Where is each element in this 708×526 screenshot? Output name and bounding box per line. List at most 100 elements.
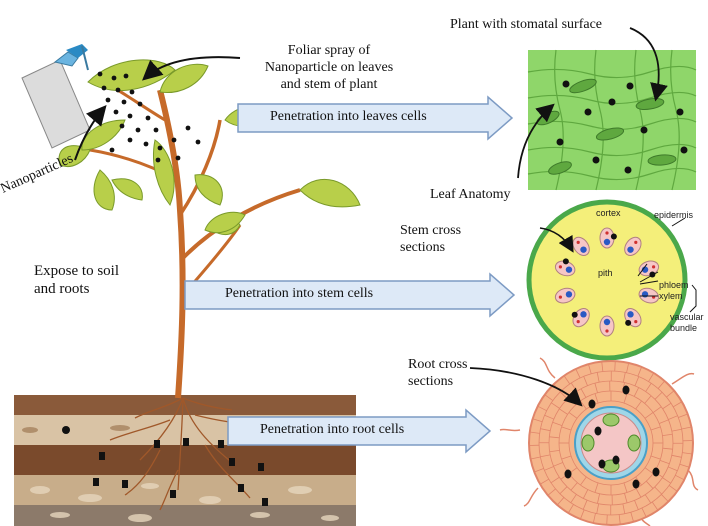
phloem-cell bbox=[576, 320, 580, 324]
root-cell-wall bbox=[644, 467, 654, 474]
root-cross-line-2: sections bbox=[408, 374, 454, 389]
root-cell-wall bbox=[544, 414, 554, 420]
root-cell-wall bbox=[532, 418, 543, 423]
stem-nanoparticle bbox=[562, 258, 569, 265]
root-cell-wall bbox=[559, 408, 568, 415]
arrow-stem bbox=[184, 272, 516, 318]
root-cross-line-1: Root cross bbox=[408, 357, 468, 372]
nanoparticles-pointer-arrow bbox=[74, 104, 107, 161]
phloem-cell bbox=[558, 295, 562, 299]
root-cell-wall bbox=[540, 428, 551, 432]
root-cell-wall bbox=[681, 426, 692, 430]
foliar-spray-line-3: and stem of plant bbox=[280, 77, 378, 92]
phloem-label: phloem bbox=[659, 280, 689, 290]
root-cell-wall bbox=[575, 368, 581, 379]
root-cell-wall bbox=[580, 509, 585, 520]
root-cell-wall bbox=[682, 452, 693, 455]
root-cell-wall bbox=[623, 482, 628, 493]
expose-soil-line-2: and roots bbox=[34, 281, 90, 297]
root-cell-wall bbox=[618, 514, 621, 525]
xylem-label: xylem bbox=[659, 291, 683, 301]
root-cell-wall bbox=[547, 488, 556, 496]
root-cell-wall bbox=[549, 436, 560, 439]
root-cell-wall bbox=[652, 406, 662, 413]
root-cell-wall bbox=[634, 500, 639, 510]
phloem-cell bbox=[634, 240, 638, 244]
xylem-cell bbox=[603, 318, 611, 326]
root-cell-wall bbox=[678, 413, 688, 418]
root-cell-wall bbox=[654, 486, 663, 495]
root-cell-wall bbox=[648, 372, 655, 382]
expose-soil-label: Expose to soil and roots bbox=[34, 262, 119, 298]
root-cell-wall bbox=[666, 390, 675, 398]
soil-layers bbox=[14, 395, 356, 526]
root-cell-wall bbox=[568, 412, 578, 419]
root-cell-wall bbox=[583, 376, 588, 386]
root-cell-wall bbox=[570, 494, 577, 503]
arrow-stem-label: Penetration into stem cells bbox=[225, 286, 374, 301]
root-cell-wall bbox=[580, 476, 587, 486]
xylem-cell bbox=[565, 266, 573, 273]
root-cell-wall bbox=[633, 387, 640, 397]
stem-pointer-arrow bbox=[539, 227, 574, 253]
root-cell-wall bbox=[644, 412, 654, 419]
root-cell-wall bbox=[567, 504, 574, 514]
root-cell-wall bbox=[662, 447, 673, 450]
root-cell-wall bbox=[592, 513, 596, 524]
root-cell-wall bbox=[540, 454, 551, 458]
root-cell-wall bbox=[657, 380, 665, 389]
phloem-cell bbox=[558, 265, 562, 269]
root-cell-wall bbox=[614, 361, 616, 372]
expose-soil-line-1: Expose to soil bbox=[34, 263, 119, 279]
root-cell-wall bbox=[641, 507, 647, 518]
root-cell-wall bbox=[679, 463, 690, 468]
phloem-cell bbox=[576, 240, 580, 244]
vascular-bundle-label: vascular bundle bbox=[670, 312, 704, 334]
xylem-cell bbox=[603, 238, 611, 246]
xylem-cell bbox=[580, 311, 587, 318]
stem-nanoparticle bbox=[571, 311, 578, 318]
root-cell-wall bbox=[630, 512, 634, 522]
root-cell-wall bbox=[624, 493, 628, 503]
root-pointer-arrow bbox=[469, 367, 583, 407]
root-cell-wall bbox=[675, 474, 685, 481]
root-cross-section bbox=[499, 357, 699, 526]
root-cell-wall bbox=[539, 478, 549, 485]
root-cell-wall bbox=[662, 477, 671, 484]
stem-nanoparticle bbox=[625, 319, 632, 326]
foliar-spray-label: Foliar spray of Nanoparticle on leaves a… bbox=[234, 42, 424, 93]
arrow-root-label: Penetration into root cells bbox=[260, 422, 405, 437]
root-cell-wall bbox=[596, 503, 600, 514]
arrow-leaves-label: Penetration into leaves cells bbox=[270, 109, 427, 124]
root-cell-wall bbox=[582, 500, 588, 510]
root-cell-wall bbox=[637, 366, 642, 377]
root-cell-wall bbox=[651, 501, 659, 511]
stomatal-pointer-arrow bbox=[629, 27, 668, 102]
root-cell-wall bbox=[530, 456, 541, 460]
root-cell-wall bbox=[563, 375, 571, 385]
phloem-cell bbox=[652, 265, 656, 269]
root-cell-wall bbox=[594, 482, 599, 493]
stem-cross-label: Stem cross sections bbox=[400, 222, 461, 256]
leaf-anatomy-label: Leaf Anatomy bbox=[430, 187, 511, 202]
arrow-root bbox=[227, 408, 492, 454]
root-cell-wall bbox=[644, 395, 652, 404]
plant bbox=[21, 44, 361, 399]
root-cell-wall bbox=[622, 503, 626, 514]
root-cell-wall bbox=[668, 485, 678, 492]
root-cell-wall bbox=[662, 433, 673, 437]
root-cell-wall bbox=[549, 449, 560, 453]
root-cell-wall bbox=[635, 400, 642, 410]
root-cell-wall bbox=[661, 494, 669, 502]
root-cell-wall bbox=[550, 476, 560, 484]
stomatal-surface-label: Plant with stomatal surface bbox=[450, 17, 603, 32]
epidermis-label: epidermis bbox=[654, 210, 694, 220]
vascular-bundle-line-1: vascular bbox=[670, 312, 704, 322]
root-cell-wall bbox=[601, 361, 604, 372]
root-cross-label: Root cross sections bbox=[408, 356, 468, 390]
root-cell-wall bbox=[662, 402, 672, 410]
vascular-bundle-line-2: bundle bbox=[670, 323, 698, 333]
vascular-bundle bbox=[599, 315, 615, 337]
root-cell-wall bbox=[561, 455, 572, 460]
